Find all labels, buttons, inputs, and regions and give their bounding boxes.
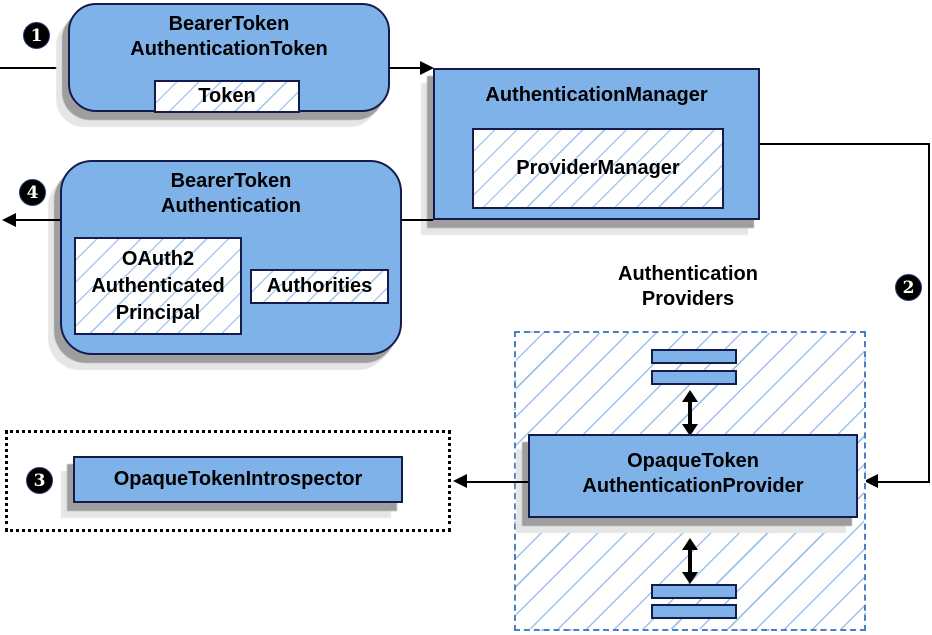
step-4-arrowhead-icon	[2, 213, 16, 227]
authentication-providers-label: Authentication Providers	[568, 262, 808, 312]
opaque-token-introspector-title: OpaqueTokenIntrospector	[75, 458, 401, 492]
step-4-number: 4	[26, 182, 39, 203]
step-3-badge: 3	[26, 467, 53, 494]
authentication-manager-title: AuthenticationManager	[435, 70, 758, 108]
providers-label-line-1: Authentication	[618, 263, 758, 285]
step-1-number: 1	[30, 25, 43, 46]
double-arrow-up-icon	[682, 538, 698, 550]
title-line-1: BearerToken	[170, 170, 292, 192]
token-to-manager-line	[390, 67, 422, 69]
generic-provider-bar	[651, 584, 737, 599]
bearer-token-authentication-title: BearerToken Authentication	[62, 162, 400, 219]
title-line-2: Authentication	[161, 195, 301, 217]
introspector-label: OpaqueTokenIntrospector	[113, 468, 363, 490]
step-3-number: 3	[33, 470, 46, 491]
provider-manager-label: ProviderManager	[516, 157, 680, 179]
authentication-manager-node: AuthenticationManager ProviderManager	[433, 68, 760, 220]
title-line-2: AuthenticationToken	[130, 38, 328, 60]
step-3-arrowhead-icon	[453, 474, 467, 488]
principal-line-3: Principal	[115, 301, 201, 324]
step-2-path-vertical-segment	[928, 143, 930, 483]
principal-line-2: Authenticated	[91, 274, 225, 297]
oauth2-authenticated-principal-box: OAuth2 Authenticated Principal	[74, 237, 242, 335]
opaque-token-authentication-provider-title: OpaqueToken AuthenticationProvider	[530, 436, 856, 499]
step-2-arrowhead-icon	[864, 474, 878, 488]
incoming-request-line	[0, 67, 68, 69]
step-3-line	[465, 481, 528, 483]
provider-manager-box: ProviderManager	[472, 128, 724, 209]
bearer-token-authentication-token-title: BearerToken AuthenticationToken	[70, 5, 388, 62]
authorities-label: Authorities	[266, 275, 373, 297]
step-4-line	[15, 219, 60, 221]
double-arrow-down-icon	[682, 424, 698, 436]
generic-provider-bar	[651, 604, 737, 619]
providers-label-line-2: Providers	[641, 288, 735, 310]
step-4-badge: 4	[19, 179, 46, 206]
token-box: Token	[154, 80, 300, 113]
step-1-badge: 1	[23, 22, 50, 49]
manager-to-authentication-line	[402, 219, 433, 221]
token-label: Token	[198, 85, 256, 107]
step-2-path-bottom-segment	[876, 481, 930, 483]
double-arrow-shaft	[688, 401, 692, 425]
double-arrow-up-icon	[682, 390, 698, 402]
authorities-box: Authorities	[250, 269, 389, 304]
bearer-token-authentication-token-node: BearerToken AuthenticationToken Token	[68, 3, 390, 113]
title-line-1: OpaqueToken	[627, 450, 759, 472]
title-line: AuthenticationManager	[485, 84, 708, 106]
title-line-1: BearerToken	[168, 13, 290, 35]
step-2-path-top-segment	[760, 143, 930, 145]
title-line-2: AuthenticationProvider	[582, 475, 804, 497]
opaque-token-authentication-provider-node: OpaqueToken AuthenticationProvider	[528, 434, 858, 518]
double-arrow-down-icon	[682, 572, 698, 584]
principal-line-1: OAuth2	[121, 247, 195, 270]
generic-provider-bar	[651, 349, 737, 364]
generic-provider-bar	[651, 370, 737, 385]
double-arrow-shaft	[688, 549, 692, 573]
step-2-number: 2	[902, 277, 915, 298]
bearer-token-authentication-node: BearerToken Authentication OAuth2 Authen…	[60, 160, 402, 355]
token-to-manager-arrowhead-icon	[420, 61, 434, 75]
step-2-badge: 2	[895, 274, 922, 301]
opaque-token-introspector-node: OpaqueTokenIntrospector	[73, 456, 403, 503]
